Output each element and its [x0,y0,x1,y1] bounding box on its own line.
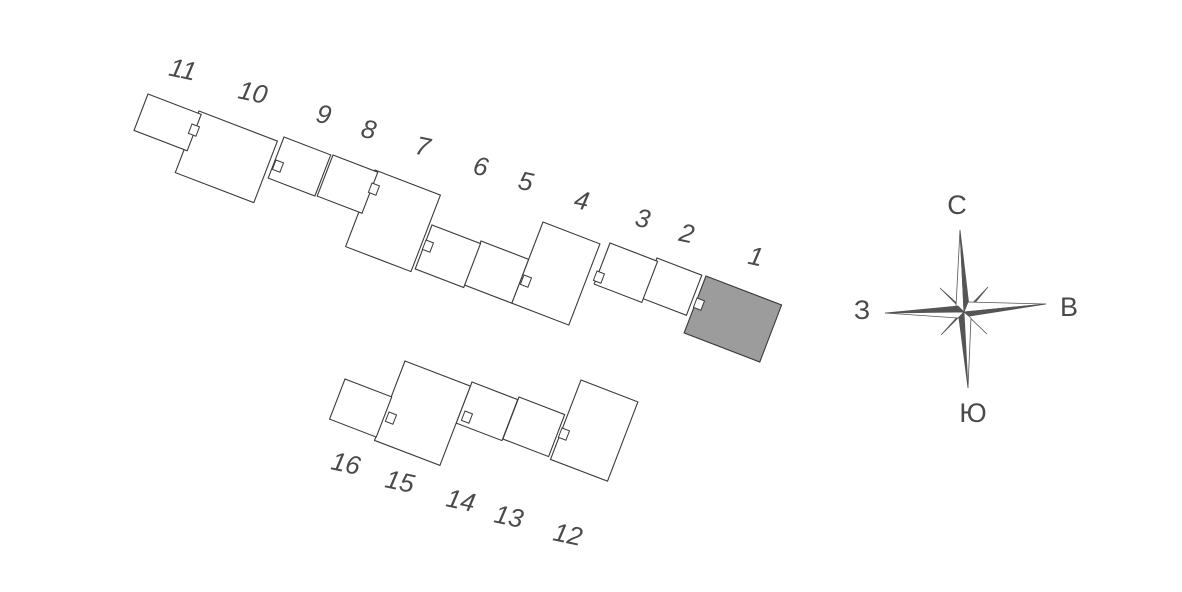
section-8[interactable] [316,154,379,215]
sections-layer [133,93,783,482]
section-label-14: 14 [444,483,479,518]
section-label-12: 12 [551,517,586,552]
section-label-2: 2 [676,217,698,250]
section-label-7: 7 [413,130,435,163]
section-label-10: 10 [236,75,271,110]
section-10[interactable] [174,110,279,204]
section-connector [557,427,571,441]
compass-rose-icon: С Ю В З [854,190,1078,428]
section-label-1: 1 [746,240,766,272]
section-label-16: 16 [329,446,364,481]
section-label-5: 5 [516,165,537,197]
section-label-11: 11 [167,52,200,87]
section-connector [460,410,474,424]
section-16[interactable] [328,378,393,438]
section-3[interactable] [593,242,659,304]
compass-east-label: В [1060,292,1078,322]
section-1[interactable] [683,275,783,363]
section-label-8: 8 [359,113,380,145]
section-6[interactable] [414,224,482,289]
section-9[interactable] [267,136,332,197]
section-connector [271,159,285,173]
section-11[interactable] [133,93,202,152]
section-label-9: 9 [314,98,334,130]
section-connector [367,182,381,196]
section-connector [384,411,398,425]
section-label-4: 4 [572,184,592,216]
section-connector [592,270,606,284]
section-label-15: 15 [383,464,418,499]
section-label-6: 6 [471,150,492,182]
section-label-3: 3 [633,202,654,234]
connectors-layer [187,123,706,441]
section-4[interactable] [511,221,601,326]
section-label-13: 13 [492,499,527,534]
section-connector [519,274,533,288]
section-connector [187,123,201,137]
section-connector [692,297,706,311]
compass-south-label: Ю [959,398,986,428]
compass-north-label: С [947,190,967,220]
compass-west-label: З [854,295,870,325]
section-connector [421,239,435,253]
